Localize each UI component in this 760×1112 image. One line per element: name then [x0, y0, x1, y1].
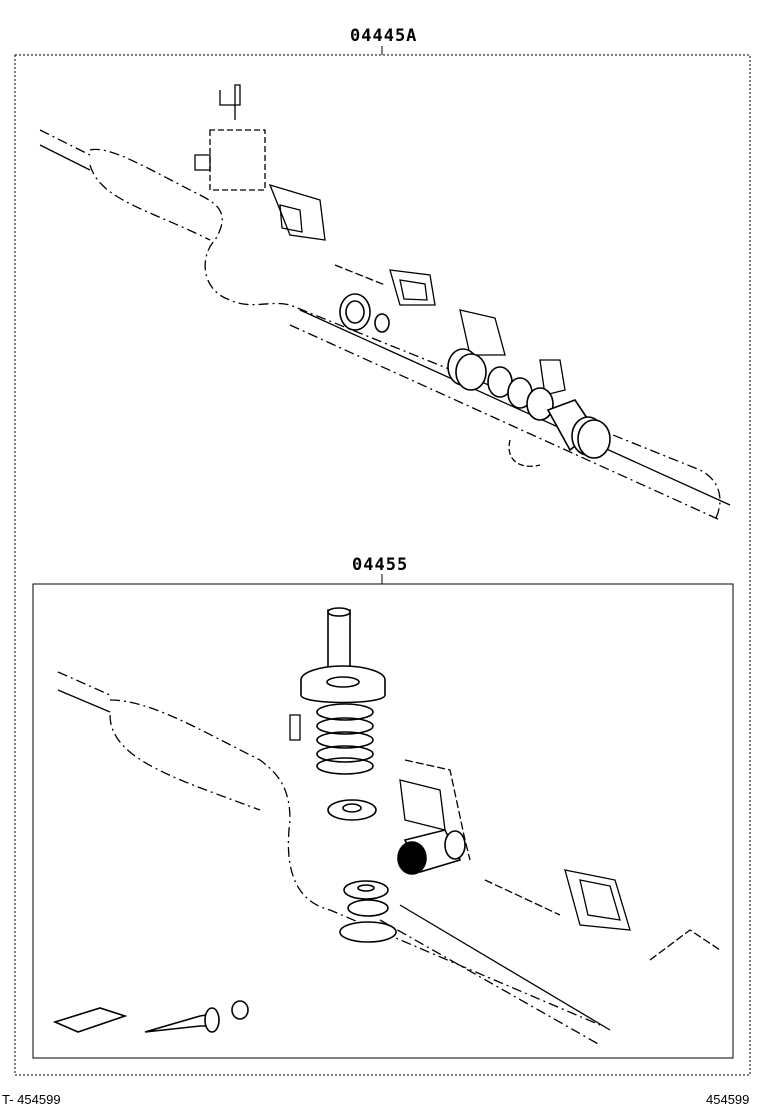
- footer-left-code: T- 454599: [2, 1092, 61, 1107]
- outer-part-number: 04445A: [350, 26, 418, 46]
- ring-4: [526, 387, 554, 421]
- bearing-base: [339, 921, 397, 943]
- footer-right-code: 454599: [706, 1092, 750, 1107]
- bearing-mid: [347, 899, 389, 917]
- cotter-pin: [144, 1013, 213, 1033]
- grease-packet: [52, 1007, 128, 1033]
- outer-frame: [14, 54, 751, 1076]
- lower-kit-parts: [52, 607, 466, 1033]
- inner-frame: [32, 583, 734, 1059]
- upper-kit-parts: [339, 293, 611, 459]
- inner-part-number: 04455: [352, 555, 409, 575]
- pinion-shaft: [327, 609, 351, 669]
- spring: [316, 703, 374, 775]
- upper-steering-gear-housing: [39, 84, 731, 521]
- o-ring-small: [374, 313, 390, 333]
- lower-steering-gear-housing: [57, 671, 721, 1046]
